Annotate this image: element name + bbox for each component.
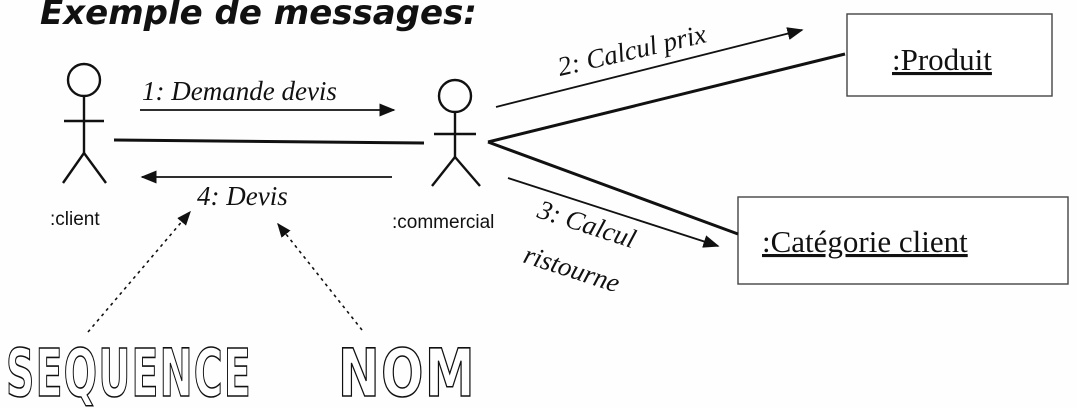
diagram-title: Exemple de messages:	[40, 0, 477, 33]
actor-commercial-left-leg	[431, 156, 456, 187]
object-categorie-label: :Catégorie client	[762, 224, 968, 259]
message-3-arrow	[507, 177, 720, 248]
link-commercial-produit	[487, 52, 846, 144]
actor-commercial-right-leg	[454, 156, 481, 187]
annotation-nom-pointer	[277, 222, 363, 331]
object-produit-label: :Produit	[892, 42, 992, 77]
annotation-sequence-pointer	[87, 210, 191, 333]
link-client-commercial	[113, 138, 425, 145]
actor-commercial-head	[437, 78, 473, 114]
actor-commercial	[431, 78, 481, 187]
message-3-label-line2: ristourne	[520, 239, 623, 298]
object-produit-box	[846, 13, 1053, 97]
actor-client-right-leg	[83, 152, 107, 184]
message-4-label: 4: Devis	[197, 181, 288, 211]
annotation-nom-label: NOM	[338, 335, 476, 408]
actor-client-label: :client	[50, 209, 100, 230]
message-1-label: 1: Demande devis	[142, 76, 337, 106]
annotation-sequence-label: SEQUENCE	[6, 335, 252, 408]
actor-client-head	[66, 62, 102, 98]
message-2-arrow	[495, 27, 804, 108]
actor-client-left-leg	[62, 152, 85, 184]
link-commercial-categorie	[487, 140, 739, 236]
object-categorie-box	[737, 196, 1069, 285]
actor-client	[62, 62, 107, 184]
actor-commercial-label: :commercial	[392, 212, 494, 233]
